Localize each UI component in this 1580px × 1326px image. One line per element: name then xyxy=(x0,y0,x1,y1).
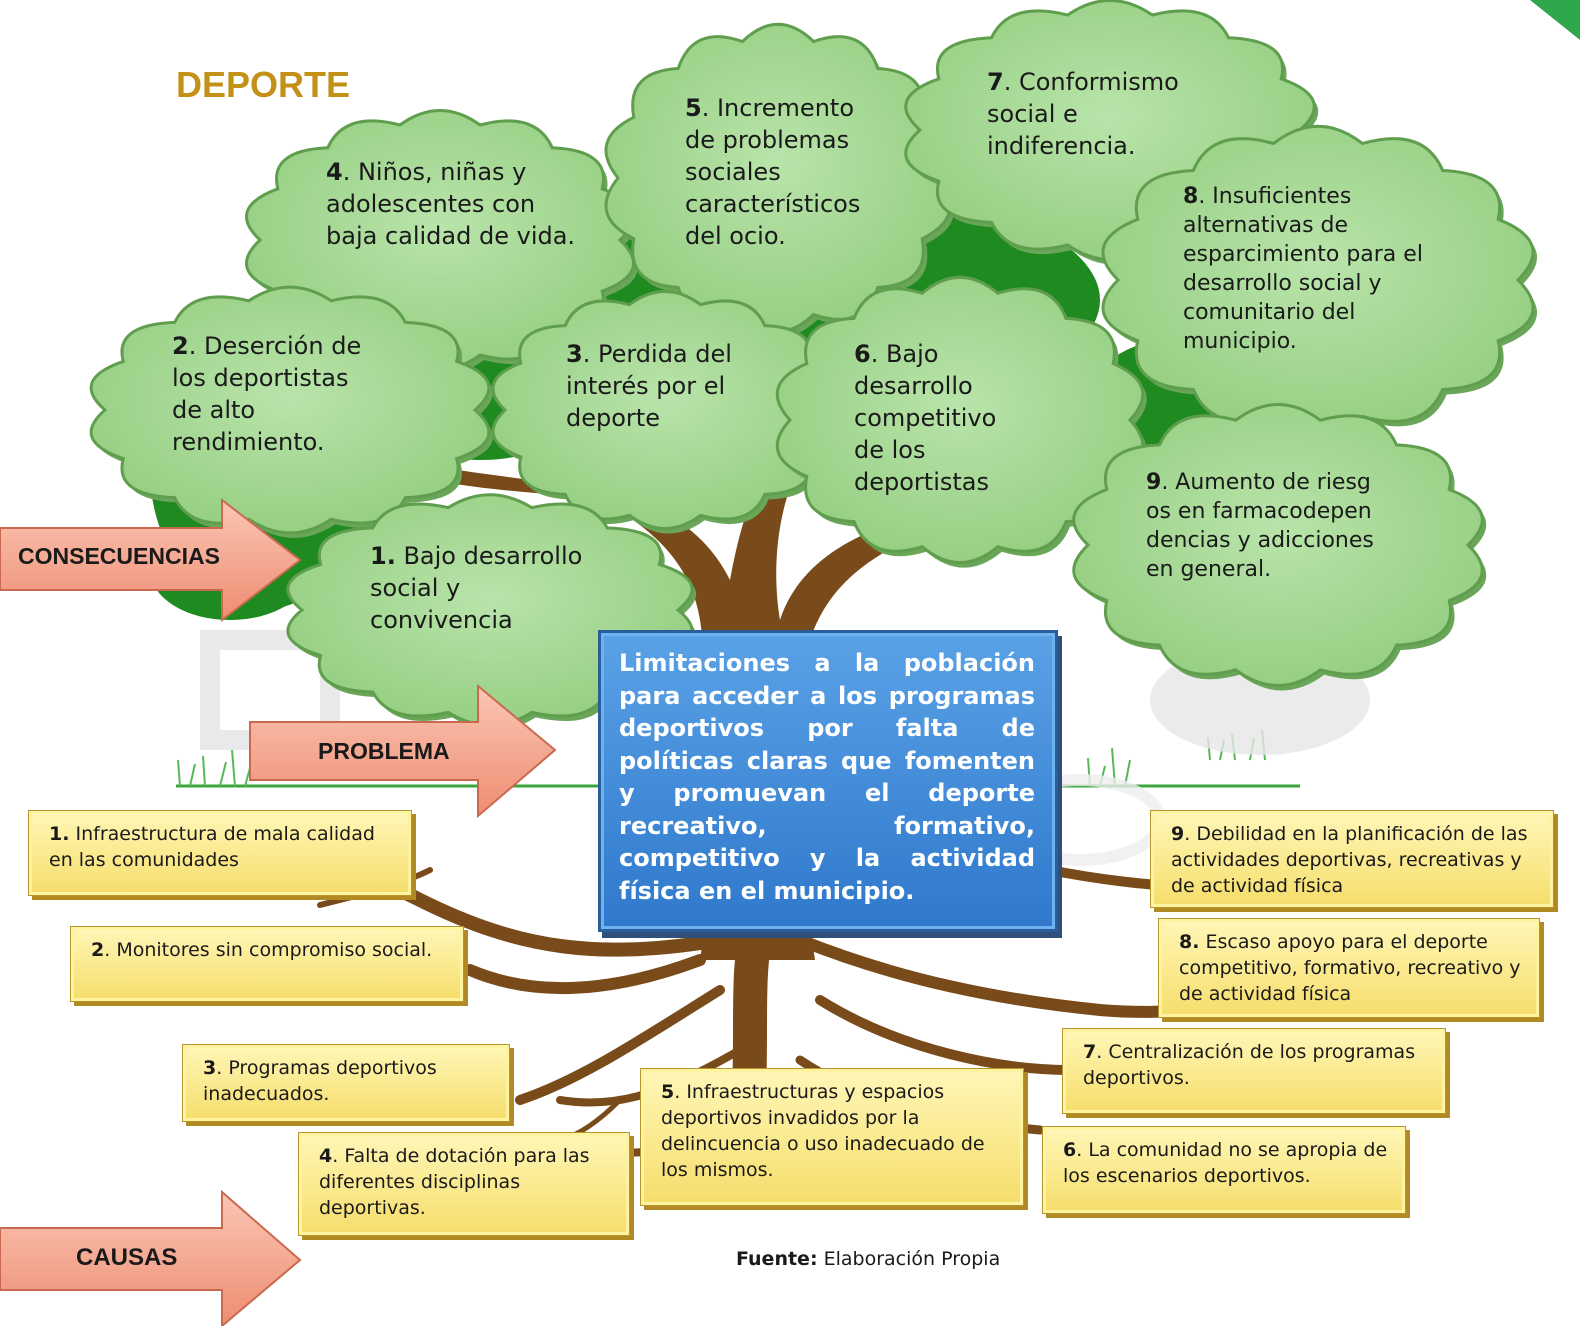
source-note: Fuente: Elaboración Propia xyxy=(736,1248,1001,1270)
cloud-6 xyxy=(775,275,1145,565)
consequence-9: 9. Aumento de riesgos en farmacodependen… xyxy=(1146,470,1374,582)
consequence-clouds xyxy=(89,0,1538,731)
cause-7: 7. Centralización de los programas depor… xyxy=(1062,1028,1446,1114)
consequence-4: 4. Niños, niñas y adolescentes con baja … xyxy=(326,158,576,250)
cloud-8 xyxy=(1101,124,1535,436)
cause-3: 3. Programas deportivos inadecuados. xyxy=(182,1044,510,1122)
cause-1: 1. Infraestructura de mala calidad en la… xyxy=(28,810,412,896)
cloud-1 xyxy=(286,493,694,727)
cloud-3 xyxy=(491,289,839,531)
cause-8: 8. Escaso apoyo para el deporte competit… xyxy=(1158,918,1540,1018)
cause-2: 2. Monitores sin compromiso social. xyxy=(70,926,464,1002)
causes-arrow xyxy=(0,1189,302,1326)
cause-6: 6. La comunidad no se apropia de los esc… xyxy=(1042,1126,1406,1214)
cloud-9 xyxy=(1072,403,1484,687)
corner-tab xyxy=(1530,0,1580,40)
consequence-6: 6. Bajo desarrollo competitivo de los de… xyxy=(854,340,997,496)
consequence-5: 5. Incremento de problemas sociales cara… xyxy=(685,94,861,250)
causes-label: CAUSAS xyxy=(76,1244,178,1271)
problem-statement: Limitaciones a la población para acceder… xyxy=(598,630,1058,932)
consequences-arrow xyxy=(0,497,302,623)
page-title: DEPORTE xyxy=(176,64,351,105)
consequence-8: 8. Insuficientes alternativas de esparci… xyxy=(1183,184,1423,354)
consequence-3: 3. Perdida del interés por el deporte xyxy=(566,340,732,432)
consequences-label: CONSECUENCIAS xyxy=(18,543,220,569)
consequence-1: 1. Bajo desarrollo social y convivencia xyxy=(370,542,583,634)
consequence-7: 7. Conformismo social e indiferencia. xyxy=(987,68,1179,160)
problem-label: PROBLEMA xyxy=(318,738,450,764)
cause-5: 5. Infraestructuras y espacios deportivo… xyxy=(640,1068,1024,1206)
problem-arrow xyxy=(249,683,557,819)
cause-4: 4. Falta de dotación para las diferentes… xyxy=(298,1132,630,1236)
cause-9: 9. Debilidad en la planificación de las … xyxy=(1150,810,1554,908)
consequence-2: 2. Deserción de los deportistas de alto … xyxy=(172,332,362,456)
